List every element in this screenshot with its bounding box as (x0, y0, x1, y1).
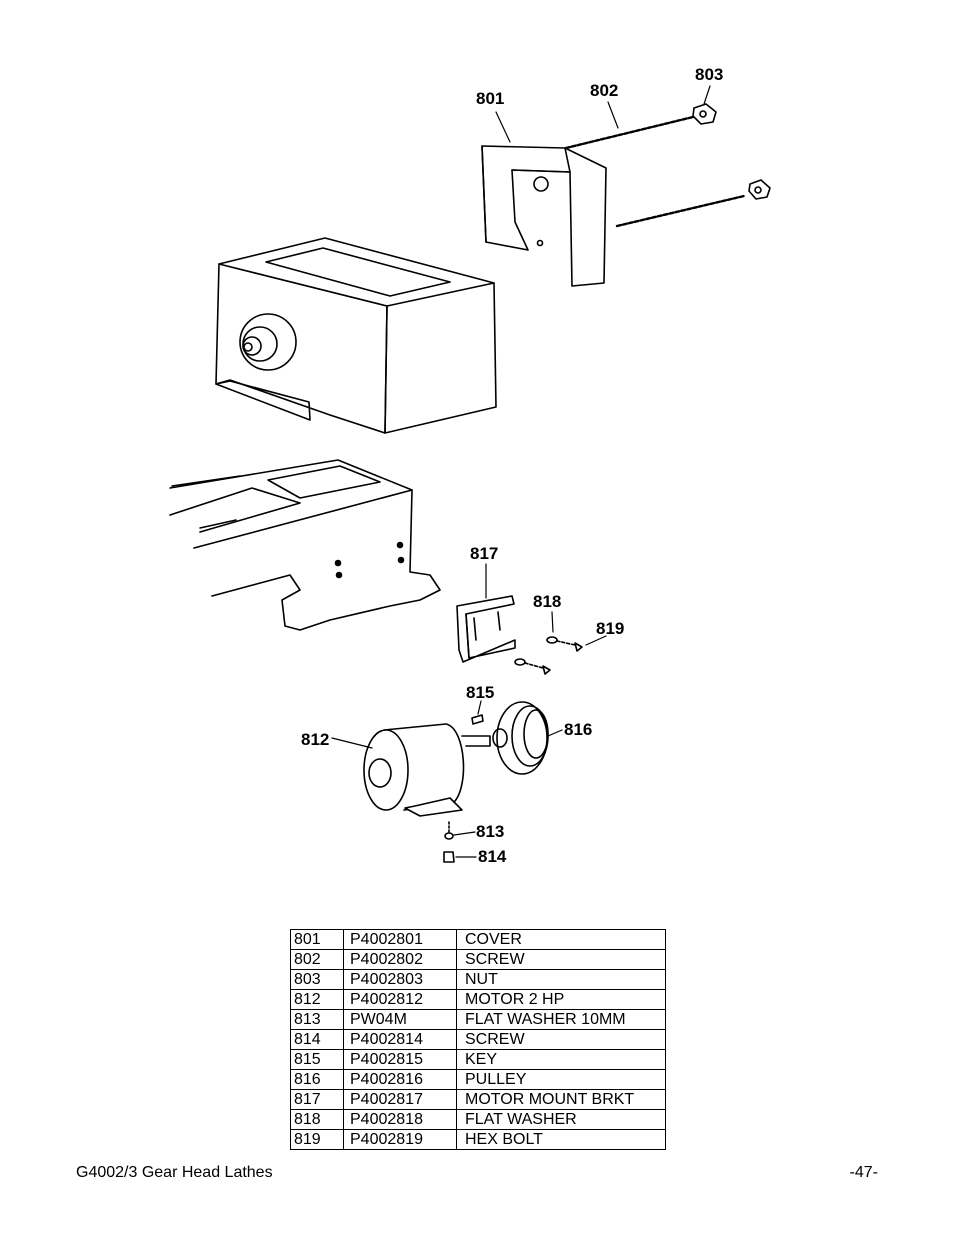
part-number-cell: P4002802 (343, 949, 457, 970)
part-ref-cell: 813 (290, 1009, 344, 1030)
callout-817: 817 (470, 544, 498, 563)
footer-page-number: -47- (849, 1164, 878, 1181)
part-number-cell: P4002816 (343, 1069, 457, 1090)
part-ref-cell: 802 (290, 949, 344, 970)
part-description-cell: SCREW (456, 949, 666, 970)
part-description-cell: SCREW (456, 1029, 666, 1050)
pulley-816 (492, 701, 549, 775)
callout-818: 818 (533, 592, 561, 611)
lathe-bed (169, 459, 441, 631)
part-number-cell: P4002801 (343, 929, 457, 950)
motor-mount-bracket-817 (456, 595, 516, 663)
footer-manual-title: G4002/3 Gear Head Lathes (76, 1164, 273, 1181)
callout-812: 812 (301, 730, 329, 749)
motor-812 (363, 723, 491, 817)
part-description-cell: MOTOR 2 HP (456, 989, 666, 1010)
nut-803 (692, 103, 771, 200)
callout-819: 819 (596, 619, 624, 638)
key-815 (471, 714, 484, 725)
part-ref-cell: 803 (290, 969, 344, 990)
exploded-parts-diagram: 801 802 803 817 818 819 815 816 812 813 … (169, 65, 771, 866)
part-ref-cell: 818 (290, 1109, 344, 1130)
part-description-cell: FLAT WASHER (456, 1109, 666, 1130)
part-number-cell: P4002803 (343, 969, 457, 990)
callouts: 801 802 803 817 818 819 815 816 812 813 … (301, 65, 723, 866)
part-ref-cell: 801 (290, 929, 344, 950)
callout-813: 813 (476, 822, 504, 841)
part-number-cell: P4002815 (343, 1049, 457, 1070)
part-number-cell: PW04M (343, 1009, 457, 1030)
part-ref-cell: 819 (290, 1129, 344, 1150)
part-ref-cell: 815 (290, 1049, 344, 1070)
part-number-cell: P4002819 (343, 1129, 457, 1150)
part-number-cell: P4002818 (343, 1109, 457, 1130)
part-description-cell: NUT (456, 969, 666, 990)
part-ref-cell: 812 (290, 989, 344, 1010)
callout-803: 803 (695, 65, 723, 84)
part-number-cell: P4002817 (343, 1089, 457, 1110)
headstock-housing (215, 237, 497, 434)
part-description-cell: PULLEY (456, 1069, 666, 1090)
callout-801: 801 (476, 89, 504, 108)
callout-816: 816 (564, 720, 592, 739)
callout-815: 815 (466, 683, 494, 702)
part-description-cell: MOTOR MOUNT BRKT (456, 1089, 666, 1110)
callout-814: 814 (478, 847, 507, 866)
part-ref-cell: 816 (290, 1069, 344, 1090)
part-description-cell: HEX BOLT (456, 1129, 666, 1150)
leader-lines (331, 85, 711, 858)
callout-802: 802 (590, 81, 618, 100)
part-ref-cell: 817 (290, 1089, 344, 1110)
hex-bolt-819 (514, 636, 583, 675)
cover-801 (481, 145, 607, 287)
part-number-cell: P4002812 (343, 989, 457, 1010)
part-number-cell: P4002814 (343, 1029, 457, 1050)
screw-802 (564, 115, 746, 228)
screw-814 (443, 821, 455, 863)
part-description-cell: COVER (456, 929, 666, 950)
part-description-cell: FLAT WASHER 10MM (456, 1009, 666, 1030)
part-description-cell: KEY (456, 1049, 666, 1070)
part-ref-cell: 814 (290, 1029, 344, 1050)
